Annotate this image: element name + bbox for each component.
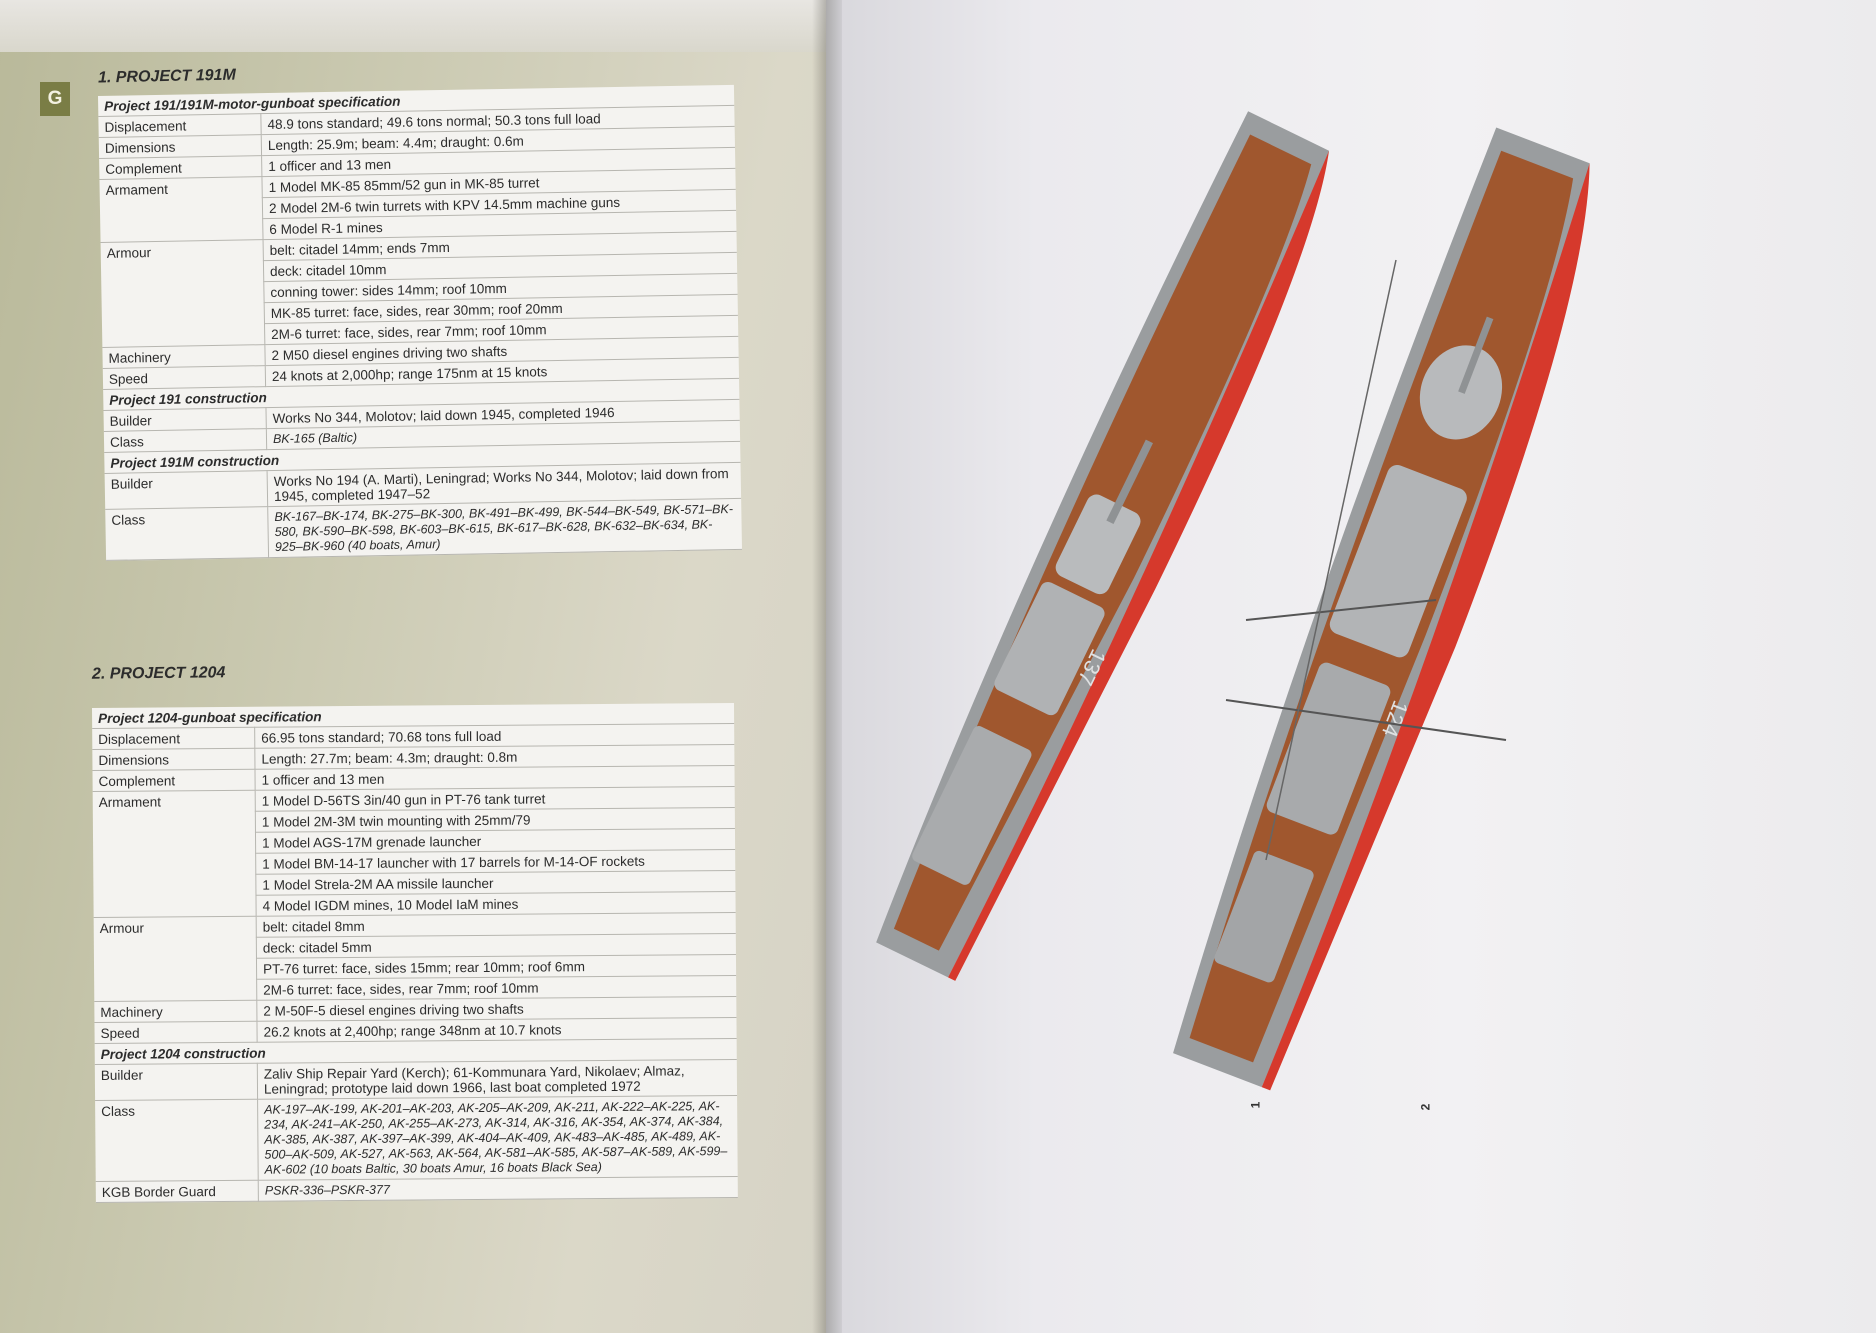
spec-key: Dimensions xyxy=(98,134,262,159)
chapter-marker: G xyxy=(40,82,70,116)
spec-value: PSKR-336–PSKR-377 xyxy=(258,1176,738,1202)
spec-value: AK-197–AK-199, AK-201–AK-203, AK-205–AK-… xyxy=(257,1095,738,1181)
wheelhouse xyxy=(994,581,1105,716)
spec-key: Machinery xyxy=(102,344,266,369)
rigging-line xyxy=(1225,699,1507,741)
rigging-line xyxy=(1265,259,1397,861)
page-top-edge xyxy=(0,0,826,52)
spec-key: Displacement xyxy=(92,727,255,750)
section-title: 1. PROJECT 191M xyxy=(97,66,236,87)
figure-number-1: 1 xyxy=(1248,1101,1263,1109)
spec-key: Class xyxy=(103,428,267,453)
spec-key: Armour xyxy=(100,239,265,348)
spec-value: BK-167–BK-174, BK-275–BK-300, BK-491–BK-… xyxy=(267,498,743,558)
aft-deckhouse xyxy=(912,726,1032,885)
spec-key: Builder xyxy=(94,1063,258,1101)
spec-key: Class xyxy=(95,1099,259,1182)
spec-key: Builder xyxy=(104,470,268,510)
superstructure xyxy=(1329,465,1467,658)
spec-key: Speed xyxy=(102,365,266,390)
spec-key: Complement xyxy=(92,769,256,792)
boat-illustration: 137 124 xyxy=(876,111,1590,1091)
rigging-line xyxy=(1245,599,1437,621)
spec-key: Builder xyxy=(103,407,267,432)
spec-key: Machinery xyxy=(94,1000,257,1023)
boat-1-illustration: 137 xyxy=(876,111,1329,981)
spec-key: Dimensions xyxy=(92,748,255,771)
spec-key: Complement xyxy=(99,155,262,180)
book-gutter xyxy=(812,0,842,1333)
turret xyxy=(1055,494,1141,595)
figure-number-2: 2 xyxy=(1418,1103,1433,1111)
gun-barrel xyxy=(1106,439,1153,525)
spec-key: Displacement xyxy=(98,113,262,138)
spec-key: KGB Border Guard xyxy=(95,1180,259,1203)
spec-key: Speed xyxy=(94,1021,258,1044)
spec-key: Armament xyxy=(99,176,264,243)
spec-table-191m: Project 191/191M-motor-gunboat specifica… xyxy=(98,84,743,561)
spec-key: Class xyxy=(105,506,269,561)
spec-key: Armament xyxy=(92,790,257,918)
aft-superstructure xyxy=(1266,662,1391,835)
spec-value: Zaliv Ship Repair Yard (Kerch); 61-Kommu… xyxy=(257,1059,738,1100)
spec-key: Armour xyxy=(93,916,257,1002)
rocket-launcher xyxy=(1214,850,1314,983)
section-title: 2. PROJECT 1204 xyxy=(91,664,226,683)
gun-barrel xyxy=(1458,316,1494,394)
